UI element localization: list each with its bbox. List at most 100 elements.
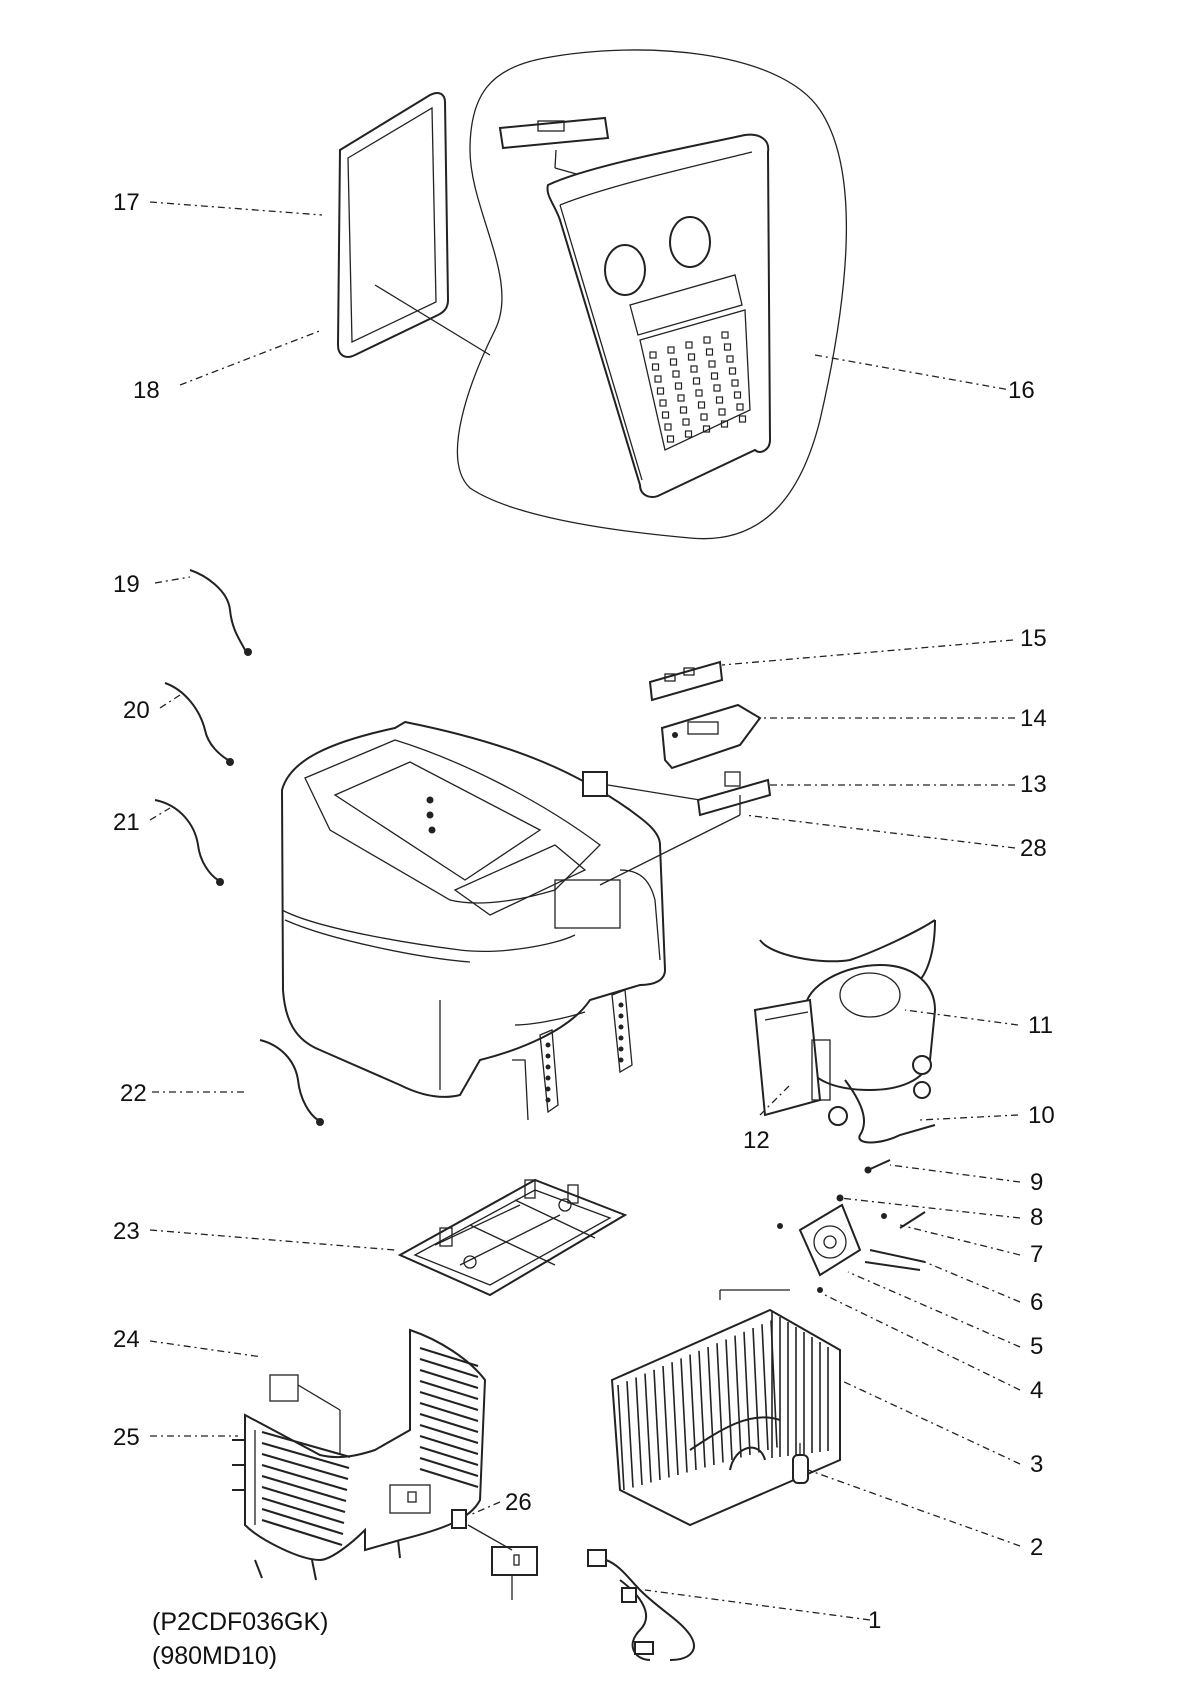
vent-dot: [733, 391, 742, 399]
vent-slot: [419, 1380, 479, 1400]
compressor-assembly: [753, 919, 937, 1144]
condenser-fin: [617, 1384, 625, 1491]
mounting-bracket-right: [611, 989, 633, 1074]
vent-dot: [659, 399, 667, 407]
label-12: 12: [743, 1127, 770, 1154]
condenser-fin: [653, 1369, 661, 1481]
label-16: 16: [1008, 377, 1035, 404]
condenser-fin: [662, 1365, 670, 1478]
bracket-hole: [545, 1075, 551, 1081]
mounting-bracket-left: [539, 1029, 559, 1114]
label-21: 21: [113, 809, 140, 836]
lid-hinge-cover: [498, 116, 610, 150]
bracket-hole: [545, 1086, 551, 1092]
vent-dot: [654, 375, 662, 383]
vent-slot: [419, 1391, 479, 1411]
bracket-hole: [545, 1064, 551, 1070]
compressor-module: [753, 998, 822, 1117]
condenser-fin: [671, 1362, 679, 1476]
label-1: 1: [868, 1607, 881, 1634]
gasket-frame: [336, 92, 491, 358]
condenser-fin: [680, 1358, 688, 1473]
bracket-hole: [618, 1035, 624, 1041]
label-23: 23: [113, 1218, 140, 1245]
vent-dot: [697, 401, 706, 409]
vent-dot: [664, 423, 672, 431]
lid-assembly: [456, 49, 848, 540]
label-2: 2: [1030, 1534, 1043, 1561]
cabinet-inner-bin: [333, 761, 542, 881]
label-19: 19: [113, 571, 140, 598]
vent-dot: [702, 425, 711, 433]
bracket-hole: [618, 1046, 624, 1052]
vent-dot: [656, 387, 665, 395]
cover-plate: [491, 1546, 538, 1576]
control-panel-cover: [660, 703, 762, 770]
vent-dot: [736, 403, 744, 411]
rear-cover: [232, 1328, 538, 1600]
label-20: 20: [123, 697, 150, 724]
vent-slot: [419, 1369, 479, 1389]
model-code-2: (980MD10): [152, 1642, 277, 1670]
vent-slot: [261, 1485, 346, 1514]
vent-dot: [703, 336, 711, 344]
vent-dot: [718, 408, 726, 416]
part-26: [451, 1509, 467, 1529]
label-8: 8: [1030, 1204, 1043, 1231]
vent-slot: [419, 1413, 479, 1433]
label-4: 4: [1030, 1377, 1043, 1404]
label-24: 24: [113, 1326, 140, 1353]
label-5: 5: [1030, 1333, 1043, 1360]
vent-dot: [708, 360, 716, 368]
condenser-fin: [698, 1350, 706, 1468]
vent-dot: [677, 394, 685, 402]
vent-dot: [731, 379, 739, 387]
vent-slot: [419, 1358, 479, 1378]
vent-slot: [261, 1463, 348, 1492]
fan-assembly: [777, 1159, 926, 1293]
label-9: 9: [1030, 1169, 1043, 1196]
cable-21: [154, 799, 224, 886]
washer-4: [817, 1287, 823, 1293]
lid-outline: [456, 49, 848, 540]
screw-6: [869, 1249, 926, 1263]
hinge-slot: [537, 120, 565, 132]
condenser-fin: [752, 1327, 760, 1453]
vent-dot: [721, 331, 729, 339]
vent-dot: [695, 389, 703, 397]
vent-dot: [649, 351, 657, 359]
vent-slot: [419, 1347, 479, 1367]
vent-dot: [690, 365, 698, 373]
leader-lines: [149, 201, 1021, 1621]
lid-knob-right: [669, 216, 711, 268]
bracket-hole: [618, 1024, 624, 1030]
vent-dot: [685, 341, 693, 349]
label-25: 25: [113, 1424, 140, 1451]
cable-19: [189, 569, 252, 656]
bracket-hole: [545, 1042, 551, 1048]
vent-dot: [679, 406, 688, 414]
vent-dot: [667, 346, 675, 354]
vent-slot: [419, 1424, 479, 1444]
bracket-hole: [618, 1002, 624, 1008]
label-17: 17: [113, 189, 140, 216]
condenser: [610, 1289, 841, 1527]
lid-grill: [639, 309, 751, 451]
vent-slot: [419, 1402, 479, 1422]
bracket-hole: [545, 1053, 551, 1059]
vent-slot: [261, 1507, 344, 1536]
vent-dot: [705, 348, 714, 356]
vent-slot: [261, 1474, 347, 1503]
label-22: 22: [120, 1080, 147, 1107]
lid-vent-dots: [649, 331, 747, 443]
screw-7: [899, 1211, 926, 1229]
condenser-fin: [707, 1346, 715, 1466]
label-10: 10: [1028, 1102, 1055, 1129]
model-code-1: (P2CDF036GK): [152, 1608, 328, 1636]
label-6: 6: [1030, 1289, 1043, 1316]
fan: [798, 1203, 862, 1277]
vent-dot: [738, 415, 747, 423]
label-28: 28: [1020, 835, 1047, 862]
vent-dot: [692, 377, 701, 385]
vent-dot: [723, 343, 732, 351]
